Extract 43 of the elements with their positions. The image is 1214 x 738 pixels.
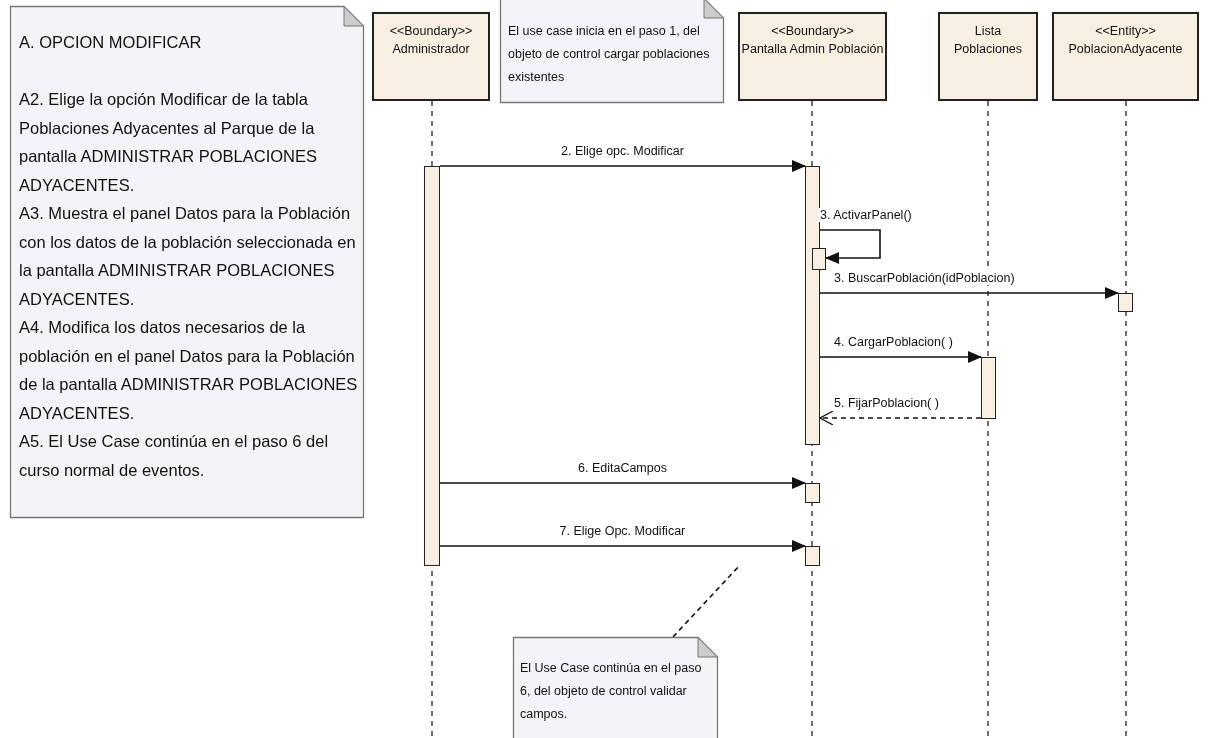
object-name: Lista Poblaciones [952,23,1024,58]
activation-bar [1118,293,1133,312]
message-label: 7. Elige Opc. Modificar [557,524,688,538]
message-label: 5. FijarPoblacion( ) [832,396,941,410]
activation-bar [812,248,826,270]
message-arrow [439,477,806,489]
message-label: 6. EditaCampos [576,461,669,475]
object-name: Pantalla Admin Población [741,41,884,58]
note-text: A3. Muestra el panel Datos para la Población con los datos de la población seleccionada en la pantalla ADMINISTRAR POBLACIONES ADYACENTES. [19,203,357,310]
message-label: 4. CargarPoblacion( ) [832,335,955,349]
activation-bar [805,546,820,566]
lifeline-head-box [938,12,1038,101]
return-message-arrow [819,410,982,426]
message-arrow [439,540,806,552]
note-text: A2. Elige la opción Modificar de la tabla Poblaciones Adyacentes al Parque de la pantalla ADMINISTRAR POBLACIONES ADYACENTES. [19,89,318,196]
message-label: 3. ActivarPanel() [818,208,914,222]
message-label: 2. Elige opc. Modificar [559,144,686,158]
note-box [10,6,364,518]
message-label: 3. BuscarPoblación(idPoblacion) [832,271,1017,285]
activation-bar [805,483,820,503]
note-box [513,637,718,738]
lifeline-head-box [372,12,490,101]
lifeline-head-box [1052,12,1199,101]
stereotype-label: <<Boundary>> [389,23,473,40]
message-arrow [439,160,806,172]
activation-bar [805,166,820,445]
stereotype-label: <<Boundary>> [771,23,854,40]
message-arrow [819,287,1119,299]
note-text: El use case inicia en el paso 1, del objeto de control cargar poblaciones existentes [508,23,711,86]
note-text: A4. Modifica los datos necesarios de la población en el panel Datos para la Población de la pantalla ADMINISTRAR POBLACIONES ADYACENTES. [19,317,358,424]
note-text: El Use Case continúa en el paso 6, del objeto de control validar campos. [520,660,703,723]
object-name: PoblacionAdyacente [1068,41,1183,58]
stereotype-label: <<Entity>> [1095,23,1156,40]
leader-line [672,564,741,638]
note-heading: A. OPCION MODIFICAR [19,32,203,53]
message-arrow [819,229,881,264]
message-arrow [819,351,982,363]
note-text: A5. El Use Case continúa en el paso 6 del curso normal de eventos. [19,431,330,481]
lifeline-head-box [738,12,887,101]
object-name: Administrador [392,41,470,58]
activation-bar [981,357,996,419]
note-box [500,0,724,103]
activation-bar [424,166,440,566]
